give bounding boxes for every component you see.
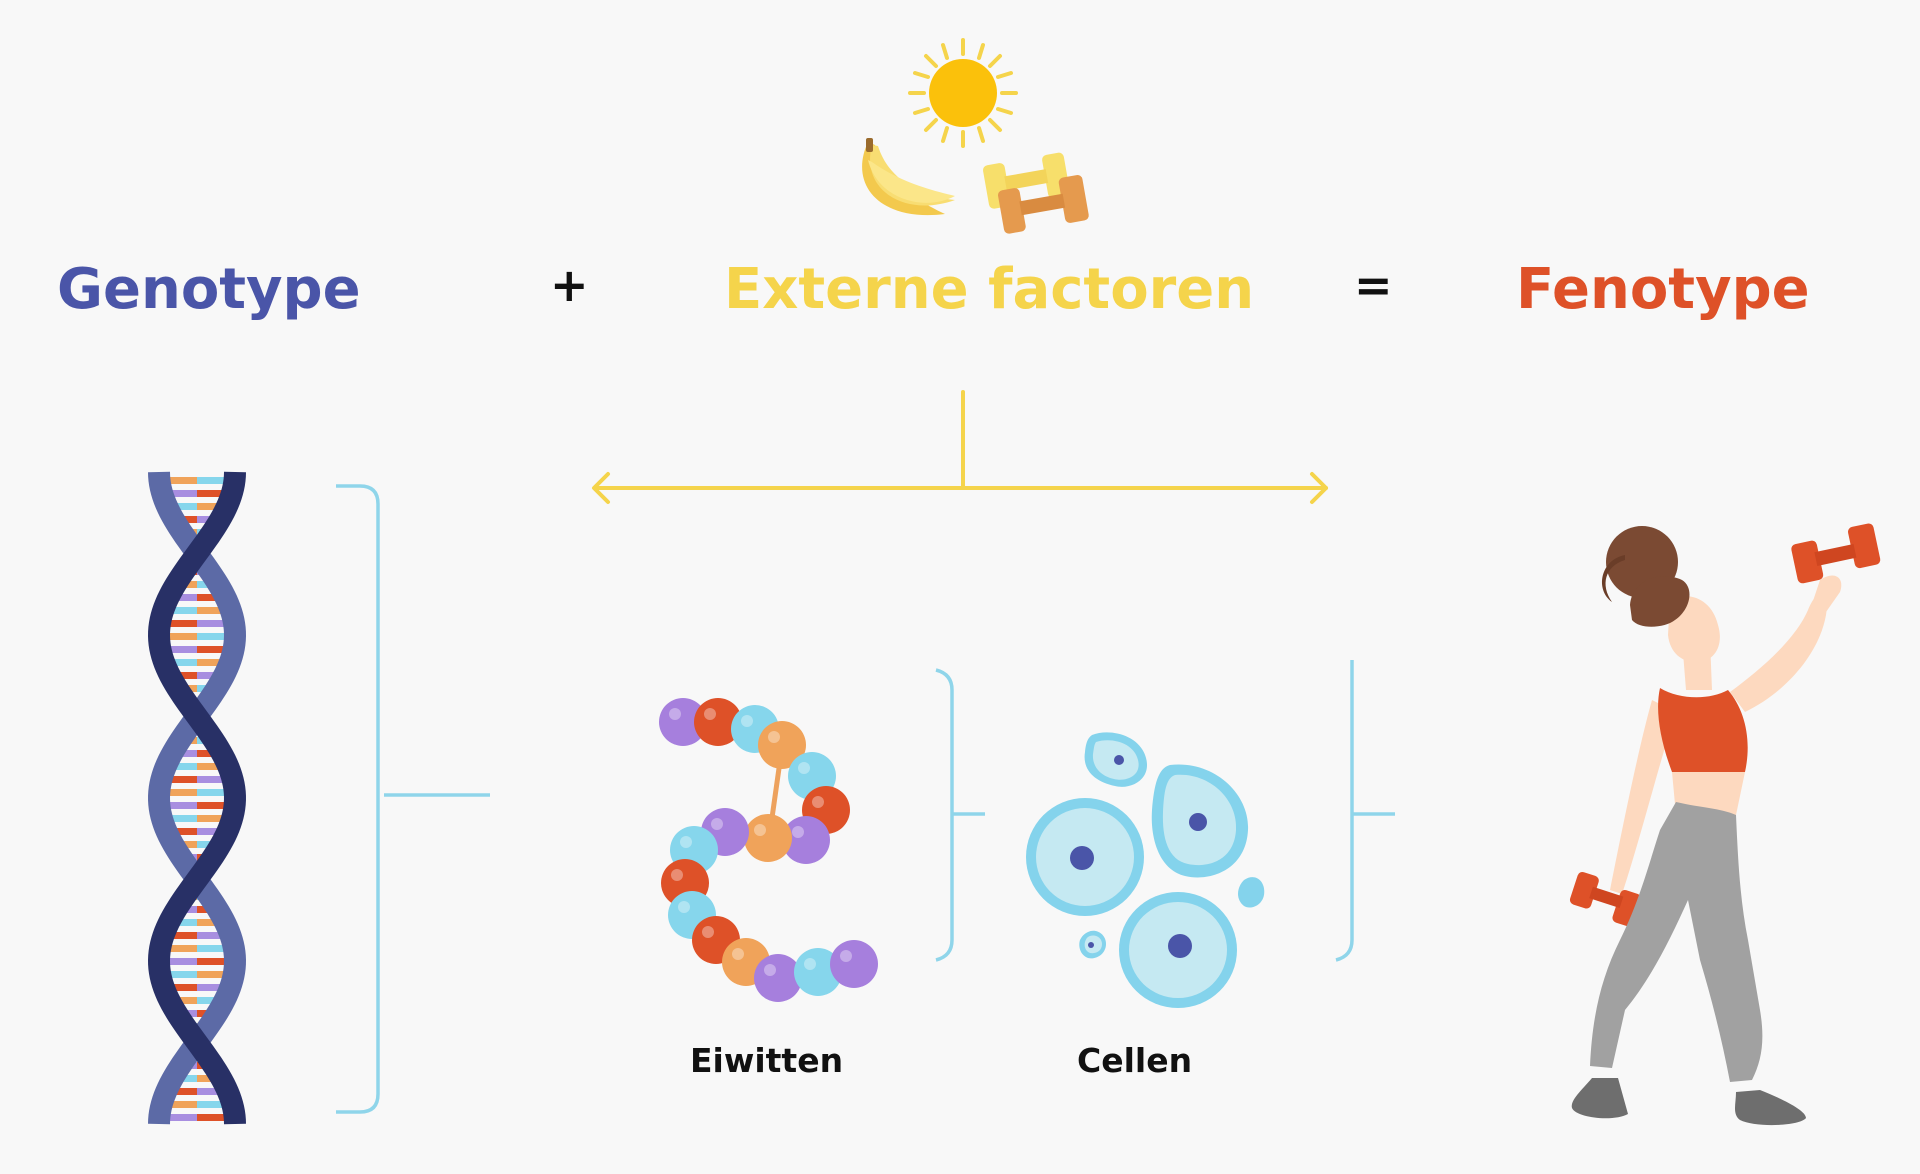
protein-chain-icon bbox=[659, 698, 878, 1002]
cells-label: Cellen bbox=[1077, 1041, 1193, 1080]
sun-icon bbox=[908, 38, 1018, 148]
bracket-proteins bbox=[935, 668, 985, 962]
genotype-label: Genotype bbox=[57, 257, 361, 322]
external-factors-label: Externe factoren bbox=[724, 257, 1255, 322]
plus-sign: + bbox=[550, 258, 589, 312]
equals-sign: = bbox=[1354, 258, 1393, 312]
woman-exercising-icon bbox=[1569, 523, 1881, 1126]
bracket-cells bbox=[1335, 660, 1395, 962]
influence-arrow bbox=[592, 390, 1328, 504]
bracket-genotype bbox=[336, 484, 490, 1114]
banana-icon bbox=[862, 138, 955, 216]
cells-icon bbox=[1026, 732, 1265, 1008]
phenotype-label: Fenotype bbox=[1516, 257, 1810, 322]
dumbbell-icon bbox=[983, 152, 1089, 234]
proteins-label: Eiwitten bbox=[690, 1041, 844, 1080]
dna-helix-icon bbox=[148, 471, 246, 1125]
